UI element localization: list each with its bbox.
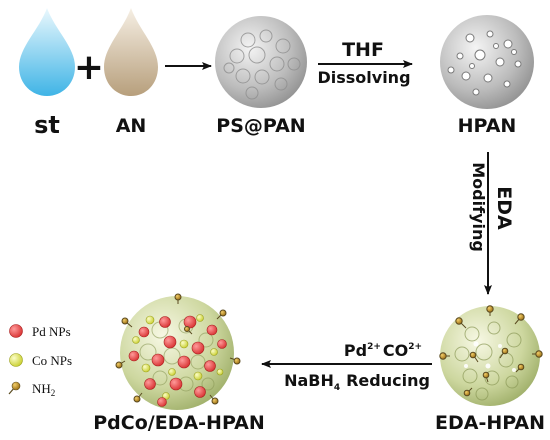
nabh-subscript: 4 [334, 383, 340, 393]
pdco-eda-hpan-label: PdCo/EDA-HPAN [93, 412, 265, 434]
co-charge: 2+ [408, 342, 422, 352]
reducing-conditions-label: NaBH4 Reducing [284, 371, 430, 393]
hpan-sphere-icon [440, 15, 534, 109]
styrene-droplet-icon [19, 8, 75, 96]
eda-hpan-label: EDA-HPAN [435, 412, 545, 434]
co-np-legend-icon [9, 353, 23, 367]
ps-pan-sphere-icon [215, 16, 307, 108]
reducing-label: Reducing [346, 371, 430, 390]
plus-sign: + [74, 47, 104, 88]
pd-symbol: Pd [344, 341, 367, 360]
ps-pan-label: PS@PAN [216, 115, 305, 137]
eda-reagent-label: EDA [493, 186, 515, 230]
pd-np-legend-label: Pd NPs [32, 324, 71, 339]
pd-np-legend-icon [9, 324, 23, 338]
styrene-label: st [34, 111, 60, 139]
co-symbol: CO [383, 341, 408, 360]
pd-charge: 2+ [367, 342, 381, 352]
legend: Pd NPs Co NPs NH2 [8, 324, 72, 398]
nh2-legend-icon [8, 381, 21, 395]
thf-reagent-label: THF [342, 39, 384, 61]
eda-hpan-sphere-icon [439, 305, 543, 406]
nh-subscript: 2 [51, 388, 56, 398]
nh2-legend-label: NH2 [32, 381, 55, 398]
acrylonitrile-droplet-icon [104, 8, 158, 96]
nabh-symbol: NaBH [284, 371, 334, 390]
hpan-label: HPAN [458, 115, 517, 137]
modifying-label: Modifying [469, 162, 488, 252]
nh-symbol: NH [32, 381, 51, 396]
co-np-legend-label: Co NPs [32, 353, 72, 368]
metal-precursor-label: Pd2+CO2+ [344, 341, 422, 360]
pdco-eda-hpan-sphere-icon [115, 293, 241, 410]
acrylonitrile-label: AN [116, 115, 147, 137]
dissolving-label: Dissolving [317, 68, 410, 87]
